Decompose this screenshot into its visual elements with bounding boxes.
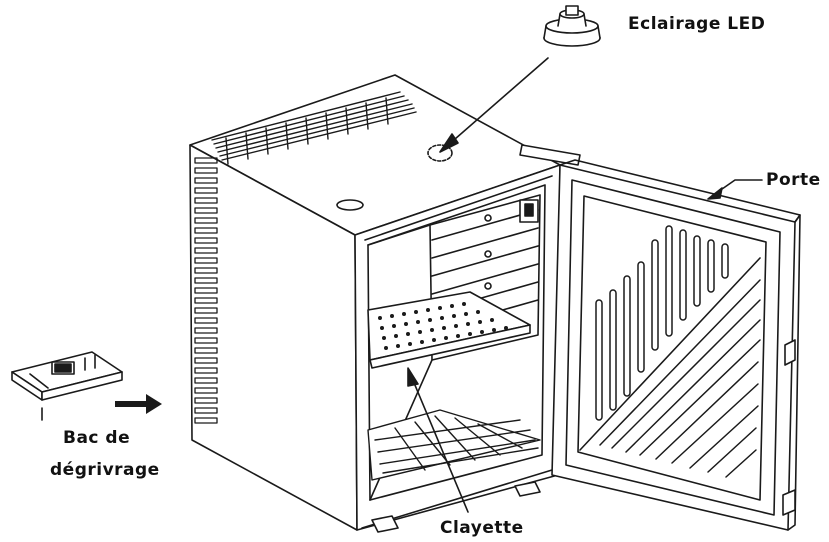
floor-grid — [367, 409, 541, 481]
side-vent-slots — [194, 157, 218, 424]
led-spot-marker — [427, 144, 453, 162]
door-porte — [519, 144, 801, 531]
led-arrow — [446, 57, 549, 147]
label-bac-line2: dégrivrage — [50, 460, 160, 480]
label-eclairage-led: Eclairage LED — [628, 14, 766, 34]
top-vent-slots — [211, 91, 417, 165]
feet — [371, 481, 541, 533]
shelf-clayette — [367, 291, 531, 369]
label-clayette: Clayette — [440, 518, 524, 538]
bac-arrow — [115, 394, 162, 414]
defrost-tray-part — [11, 351, 123, 401]
label-porte: Porte — [766, 170, 821, 190]
clayette-arrow — [411, 377, 469, 513]
label-bac-line1: Bac de — [63, 428, 131, 448]
top-hinge-cap — [336, 199, 364, 211]
led-arrowhead — [439, 133, 459, 153]
pointer-arrows — [41, 57, 763, 513]
led-bulb-part — [543, 5, 601, 47]
